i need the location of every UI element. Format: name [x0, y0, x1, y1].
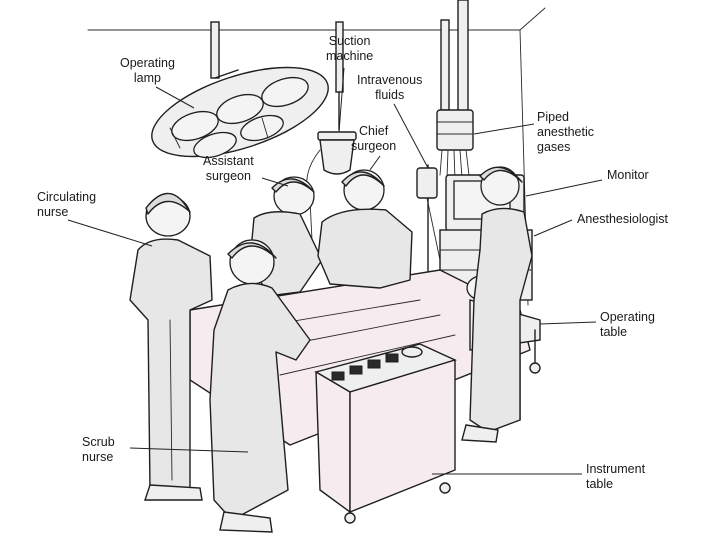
operating-lamp: [151, 66, 329, 159]
suction-machine: [306, 91, 357, 241]
figure-scrub-nurse: [209, 239, 311, 533]
leader-lines: [67, 67, 603, 475]
instrument-table: [314, 343, 457, 524]
label-operating-lamp: Operating lamp: [120, 56, 175, 85]
figure-chief-surgeon: [317, 169, 413, 289]
figure-circulating-nurse: [129, 192, 213, 501]
label-operating-table: Operating table: [600, 310, 655, 339]
figure-anesthesiologist: [461, 166, 533, 443]
label-circulating-nurse: Circulating nurse: [37, 190, 97, 219]
label-intravenous-fluids: Intravenous fluids: [357, 73, 423, 102]
label-monitor: Monitor: [607, 168, 649, 182]
label-suction-machine: Suction machine: [326, 34, 374, 63]
label-assistant-surgeon: Assistant surgeon: [203, 154, 254, 183]
label-anesthesiologist: Anesthesiologist: [577, 212, 669, 226]
label-scrub-nurse: Scrub nurse: [82, 435, 115, 464]
label-instrument-table: Instrument table: [586, 462, 646, 491]
label-piped-anesthetic-gases: Piped anesthetic gases: [537, 110, 594, 154]
label-chief-surgeon: Chief surgeon: [351, 124, 397, 153]
piped-gases: [436, 109, 474, 181]
